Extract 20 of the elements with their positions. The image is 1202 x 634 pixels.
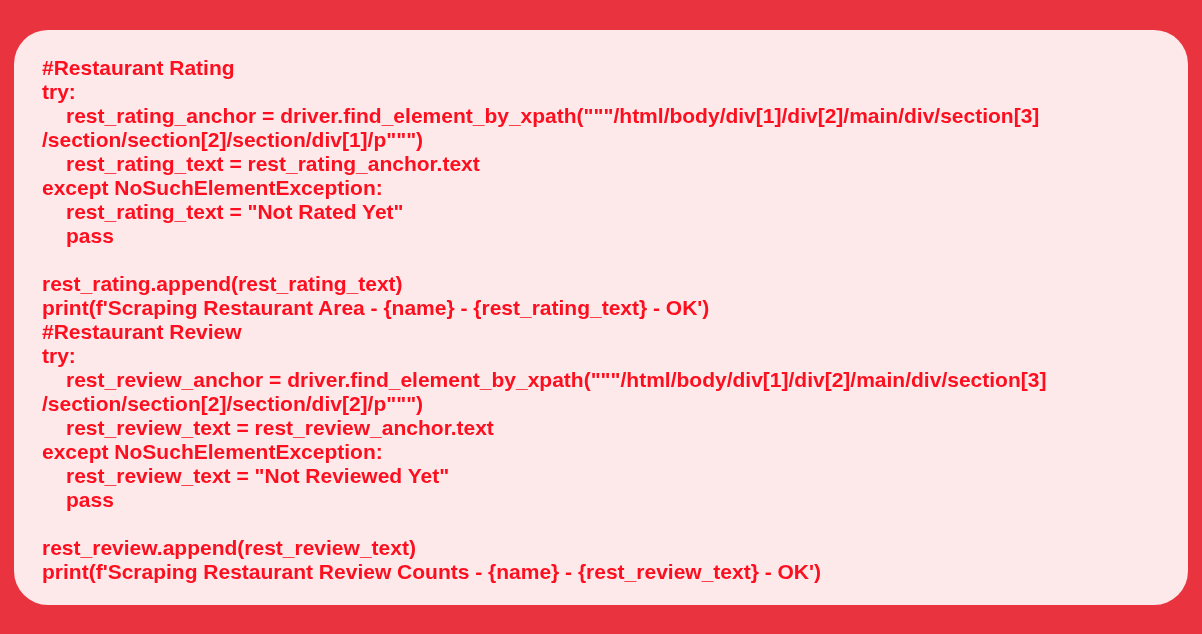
code-line: except NoSuchElementException: — [42, 440, 383, 464]
code-line: pass — [66, 224, 114, 248]
code-line: try: — [42, 80, 76, 104]
code-line: /section/section[2]/section/div[1]/p""") — [42, 128, 424, 152]
code-line: rest_rating_text = "Not Rated Yet" — [66, 200, 404, 224]
code-line: print(f'Scraping Restaurant Review Counts - {name} - {rest_review_text} - OK') — [42, 560, 821, 584]
code-line: rest_rating.append(rest_rating_text) — [42, 272, 403, 296]
code-line: except NoSuchElementException: — [42, 176, 383, 200]
code-line: rest_review_text = "Not Reviewed Yet" — [66, 464, 450, 488]
code-line: rest_review_text = rest_review_anchor.text — [66, 416, 494, 440]
code-line: rest_rating_anchor = driver.find_element_by_xpath("""/html/body/div[1]/div[2]/main/div/section[3] — [66, 104, 1040, 128]
code-line: rest_review.append(rest_review_text) — [42, 536, 416, 560]
code-line: rest_review_anchor = driver.find_element_by_xpath("""/html/body/div[1]/div[2]/main/div/section[3] — [66, 368, 1047, 392]
code-line: /section/section[2]/section/div[2]/p""") — [42, 392, 424, 416]
code-line: pass — [66, 488, 114, 512]
code-line: #Restaurant Review — [42, 320, 242, 344]
code-line: #Restaurant Rating — [42, 56, 235, 80]
code-line: rest_rating_text = rest_rating_anchor.text — [66, 152, 480, 176]
code-line: try: — [42, 344, 76, 368]
code-line: print(f'Scraping Restaurant Area - {name} - {rest_rating_text} - OK') — [42, 296, 710, 320]
